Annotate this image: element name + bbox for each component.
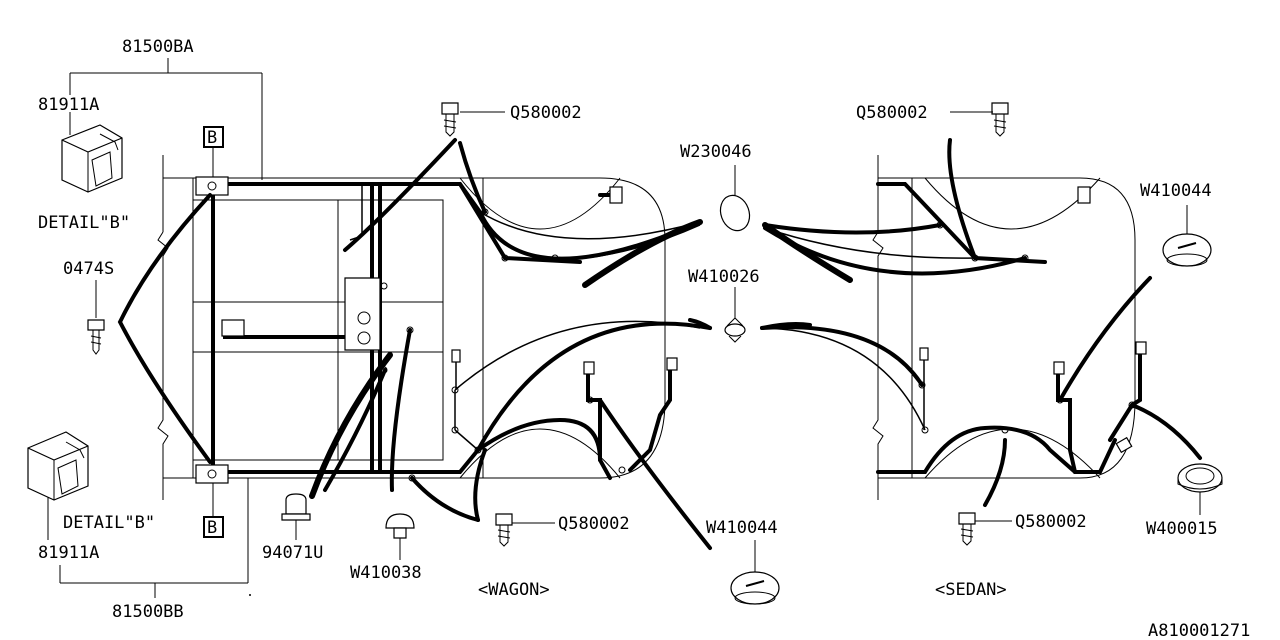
label-81500ba: 81500BA (122, 37, 194, 57)
bolt-q580002-sedan-bottom-icon (958, 512, 976, 546)
marker-b-top: B (203, 126, 224, 148)
clip-81911a-bottom-icon (27, 431, 89, 501)
part-labels: 81500BA 81911A DETAIL"B" 0474S DETAIL"B"… (38, 37, 1250, 640)
wagon-body-outline (163, 177, 666, 479)
leader-lines-left (47, 58, 263, 598)
label-81911a-bottom: 81911A (38, 543, 99, 563)
grommet-w230046-icon (719, 194, 751, 232)
plug-w410044-sedan-icon (1162, 233, 1212, 267)
sedan-main-harness (760, 138, 1202, 507)
label-w230046: W230046 (680, 142, 752, 162)
label-w410044-wagon: W410044 (706, 518, 778, 538)
label-w410044-sedan: W410044 (1140, 181, 1212, 201)
bolt-q580002-wagon-bottom-icon (495, 513, 513, 547)
label-94071u: 94071U (262, 543, 323, 563)
label-q580002-wagon-bottom: Q580002 (558, 514, 630, 534)
plug-w410038-icon (385, 513, 415, 539)
grommet-w400015-icon (1177, 463, 1223, 493)
label-81500bb: 81500BB (112, 602, 184, 622)
clip-81911a-top-icon (61, 124, 123, 193)
label-0474s: 0474S (63, 259, 114, 279)
stray-dot (249, 594, 251, 596)
label-w400015: W400015 (1146, 519, 1218, 539)
label-detail-b-bottom: DETAIL"B" (63, 513, 155, 533)
marker-b-bottom: B (203, 516, 224, 538)
plug-94071u-icon (281, 493, 311, 521)
leader-lines-parts (295, 111, 1201, 572)
plug-w410044-wagon-icon (730, 571, 780, 605)
label-w410038: W410038 (350, 563, 422, 583)
label-wagon-view: <WAGON> (478, 580, 550, 600)
label-w410026: W410026 (688, 267, 760, 287)
label-q580002-sedan-top: Q580002 (856, 103, 928, 123)
grommet-w410026-icon (724, 317, 746, 343)
label-sedan-view: <SEDAN> (935, 580, 1007, 600)
wagon-main-harness (117, 138, 712, 550)
center-harness-bundles (582, 219, 853, 330)
label-81911a-top: 81911A (38, 95, 99, 115)
label-q580002-wagon-top: Q580002 (510, 103, 582, 123)
marker-b-top-text: B (207, 128, 217, 148)
label-diagram-id: A810001271 (1148, 621, 1250, 640)
label-q580002-sedan-bottom: Q580002 (1015, 512, 1087, 532)
bolt-q580002-sedan-top-icon (991, 102, 1009, 137)
label-detail-b-top: DETAIL"B" (38, 213, 130, 233)
screw-0474s-icon (87, 319, 105, 355)
marker-b-bottom-text: B (207, 518, 217, 538)
bolt-q580002-wagon-top-icon (441, 102, 459, 137)
